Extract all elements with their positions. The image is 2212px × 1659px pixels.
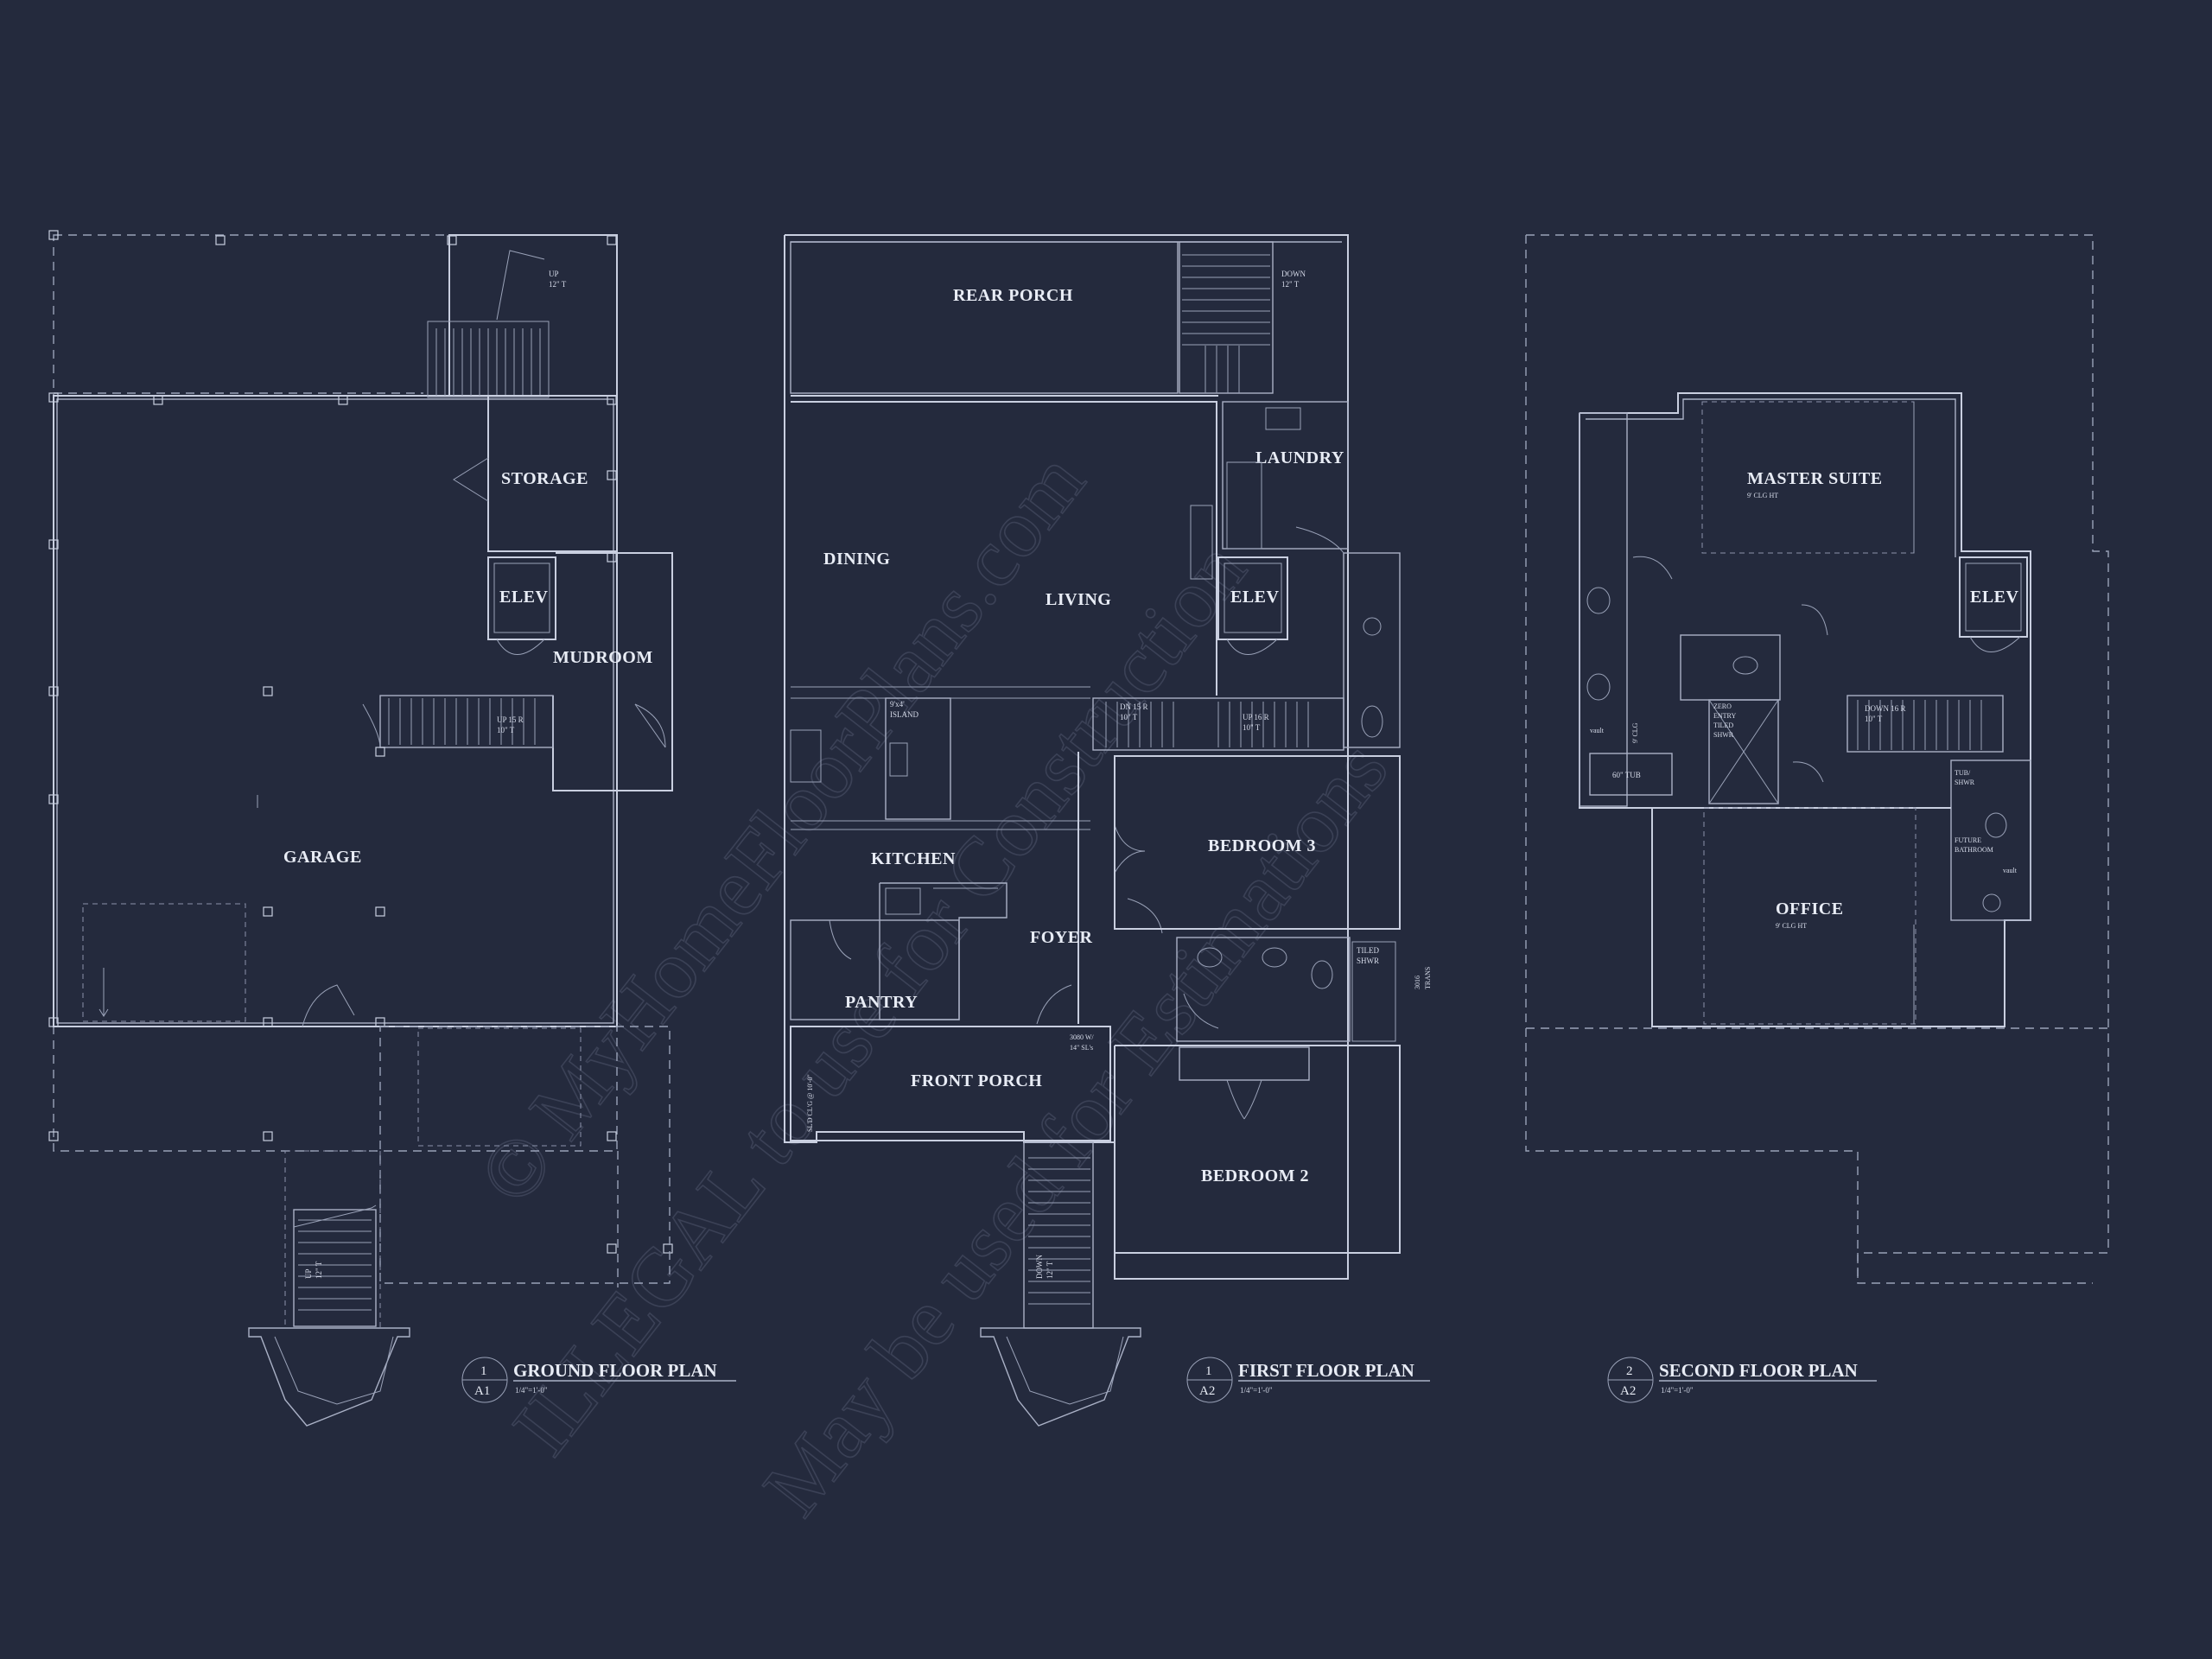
second-future-2: BATHROOM (1955, 846, 1993, 854)
first-up-note: UP 16 R (1243, 713, 1269, 721)
second-office-sub: 9' CLG HT (1776, 922, 1807, 930)
first-rear-porch-label: REAR PORCH (953, 286, 1073, 305)
first-floor-plan: REAR PORCH DOWN 12" T DINING LIVING LAUN… (784, 234, 1432, 1427)
second-vault-note-2: vault (2003, 867, 2018, 874)
ground-mudroom-label: MUDROOM (553, 648, 653, 667)
first-title-scale: 1/4"=1'-0" (1240, 1386, 1273, 1395)
garage-car-bay-right (417, 1027, 582, 1147)
second-zero-1: ZERO (1713, 702, 1732, 710)
first-kitchen-label: KITCHEN (871, 849, 956, 868)
second-title-number: 2 (1626, 1364, 1633, 1378)
second-master-sub: 9' CLG HT (1747, 492, 1778, 499)
first-front-stair-sub: 12" T (1046, 1261, 1054, 1279)
second-down-note: DOWN 16 R (1865, 704, 1906, 713)
ground-front-stair-note: UP (304, 1268, 313, 1279)
ground-inner-stair-sub: 10" T (497, 726, 515, 734)
ground-floor-title-block: 1 A1 GROUND FLOOR PLAN 1/4"=1'-0" (461, 1357, 736, 1403)
first-title-name: FIRST FLOOR PLAN (1238, 1360, 1414, 1381)
first-bedroom3-label: BEDROOM 3 (1208, 836, 1316, 855)
first-door-note: 3080 W/ (1070, 1033, 1094, 1041)
ground-roof-outline (53, 234, 618, 1152)
first-elev-label: ELEV (1230, 588, 1280, 607)
first-laundry-label: LAUNDRY (1255, 448, 1344, 467)
first-tiled-note: TILED (1357, 946, 1379, 955)
ground-front-stair-sub: 12" T (315, 1261, 323, 1279)
garage-car-bay-left (82, 903, 246, 1022)
second-office-label: OFFICE (1776, 899, 1844, 918)
first-dining-label: DINING (823, 550, 890, 569)
first-island-size: 9'x4' (890, 700, 905, 709)
second-elev-label: ELEV (1970, 588, 2019, 607)
second-master-label: MASTER SUITE (1747, 469, 1883, 488)
second-down-sub: 10" T (1865, 715, 1883, 723)
first-title-sheet: A2 (1199, 1384, 1215, 1398)
ground-title-sheet: A1 (474, 1384, 490, 1398)
ground-garage-label: GARAGE (283, 848, 362, 867)
ground-rear-stair-sub: 12" T (549, 280, 567, 289)
first-pantry-label: PANTRY (845, 993, 918, 1012)
first-bedroom2-label: BEDROOM 2 (1201, 1166, 1309, 1185)
first-up-sub: 10" T (1243, 723, 1261, 732)
ground-elev-label: ELEV (499, 588, 549, 607)
first-tiled-sub: SHWR (1357, 957, 1379, 965)
first-rear-stair-sub: 12" T (1281, 280, 1300, 289)
first-rear-stair-note: DOWN (1281, 270, 1306, 278)
first-front-porch-label: FRONT PORCH (911, 1071, 1042, 1090)
first-foyer-label: FOYER (1030, 928, 1093, 947)
second-zero-2: ENTRY (1713, 712, 1736, 720)
second-title-sheet: A2 (1620, 1384, 1636, 1398)
ground-floor-plan: UP 12" T STORAGE ELEV MUDROOM UP 15 R 10… (48, 230, 736, 1427)
second-floor-title-block: 2 A2 SECOND FLOOR PLAN 1/4"=1'-0" (1607, 1357, 1877, 1403)
second-future-1: FUTURE (1955, 836, 1981, 844)
first-title-number: 1 (1205, 1364, 1212, 1378)
second-tubshwr-2: SHWR (1955, 779, 1975, 786)
second-title-name: SECOND FLOOR PLAN (1659, 1360, 1858, 1381)
first-floor-title-block: 1 A2 FIRST FLOOR PLAN 1/4"=1'-0" (1186, 1357, 1430, 1403)
first-front-stair-note: DOWN (1035, 1255, 1044, 1279)
ground-inner-stair-note: UP 15 R (497, 715, 524, 724)
second-clg-note: 9' CLG (1631, 722, 1639, 743)
ground-storage-label: STORAGE (501, 469, 588, 488)
second-tubshwr-1: TUB/ (1955, 769, 1971, 777)
second-title-scale: 1/4"=1'-0" (1661, 1386, 1694, 1395)
first-trans-sub: TRANS (1424, 967, 1432, 989)
ground-rear-stair-note: UP (549, 270, 559, 278)
second-zero-3: TILED (1713, 721, 1733, 729)
ground-title-name: GROUND FLOOR PLAN (513, 1360, 717, 1381)
ground-title-number: 1 (480, 1364, 487, 1378)
second-tub-note: 60" TUB (1612, 771, 1641, 779)
first-living-label: LIVING (1046, 590, 1111, 609)
first-trans-note: 3016 (1414, 976, 1421, 989)
ground-posts (48, 230, 673, 1254)
first-door-sub: 14" SL's (1070, 1044, 1093, 1052)
first-dn-sub: 10" T (1120, 713, 1138, 721)
ground-title-scale: 1/4"=1'-0" (515, 1386, 548, 1395)
first-island-label: ISLAND (890, 710, 918, 719)
second-vault-note-1: vault (1590, 727, 1605, 734)
first-ceiling-note: SL'D CL'G @ 10'-0" (806, 1074, 814, 1132)
first-dn-note: DN 15 R (1120, 702, 1148, 711)
second-floor-plan: MASTER SUITE 9' CLG HT ELEV vault 9' CLG… (1525, 234, 2109, 1403)
garage-walls (53, 395, 618, 1027)
second-zero-4: SHWR (1713, 731, 1734, 739)
